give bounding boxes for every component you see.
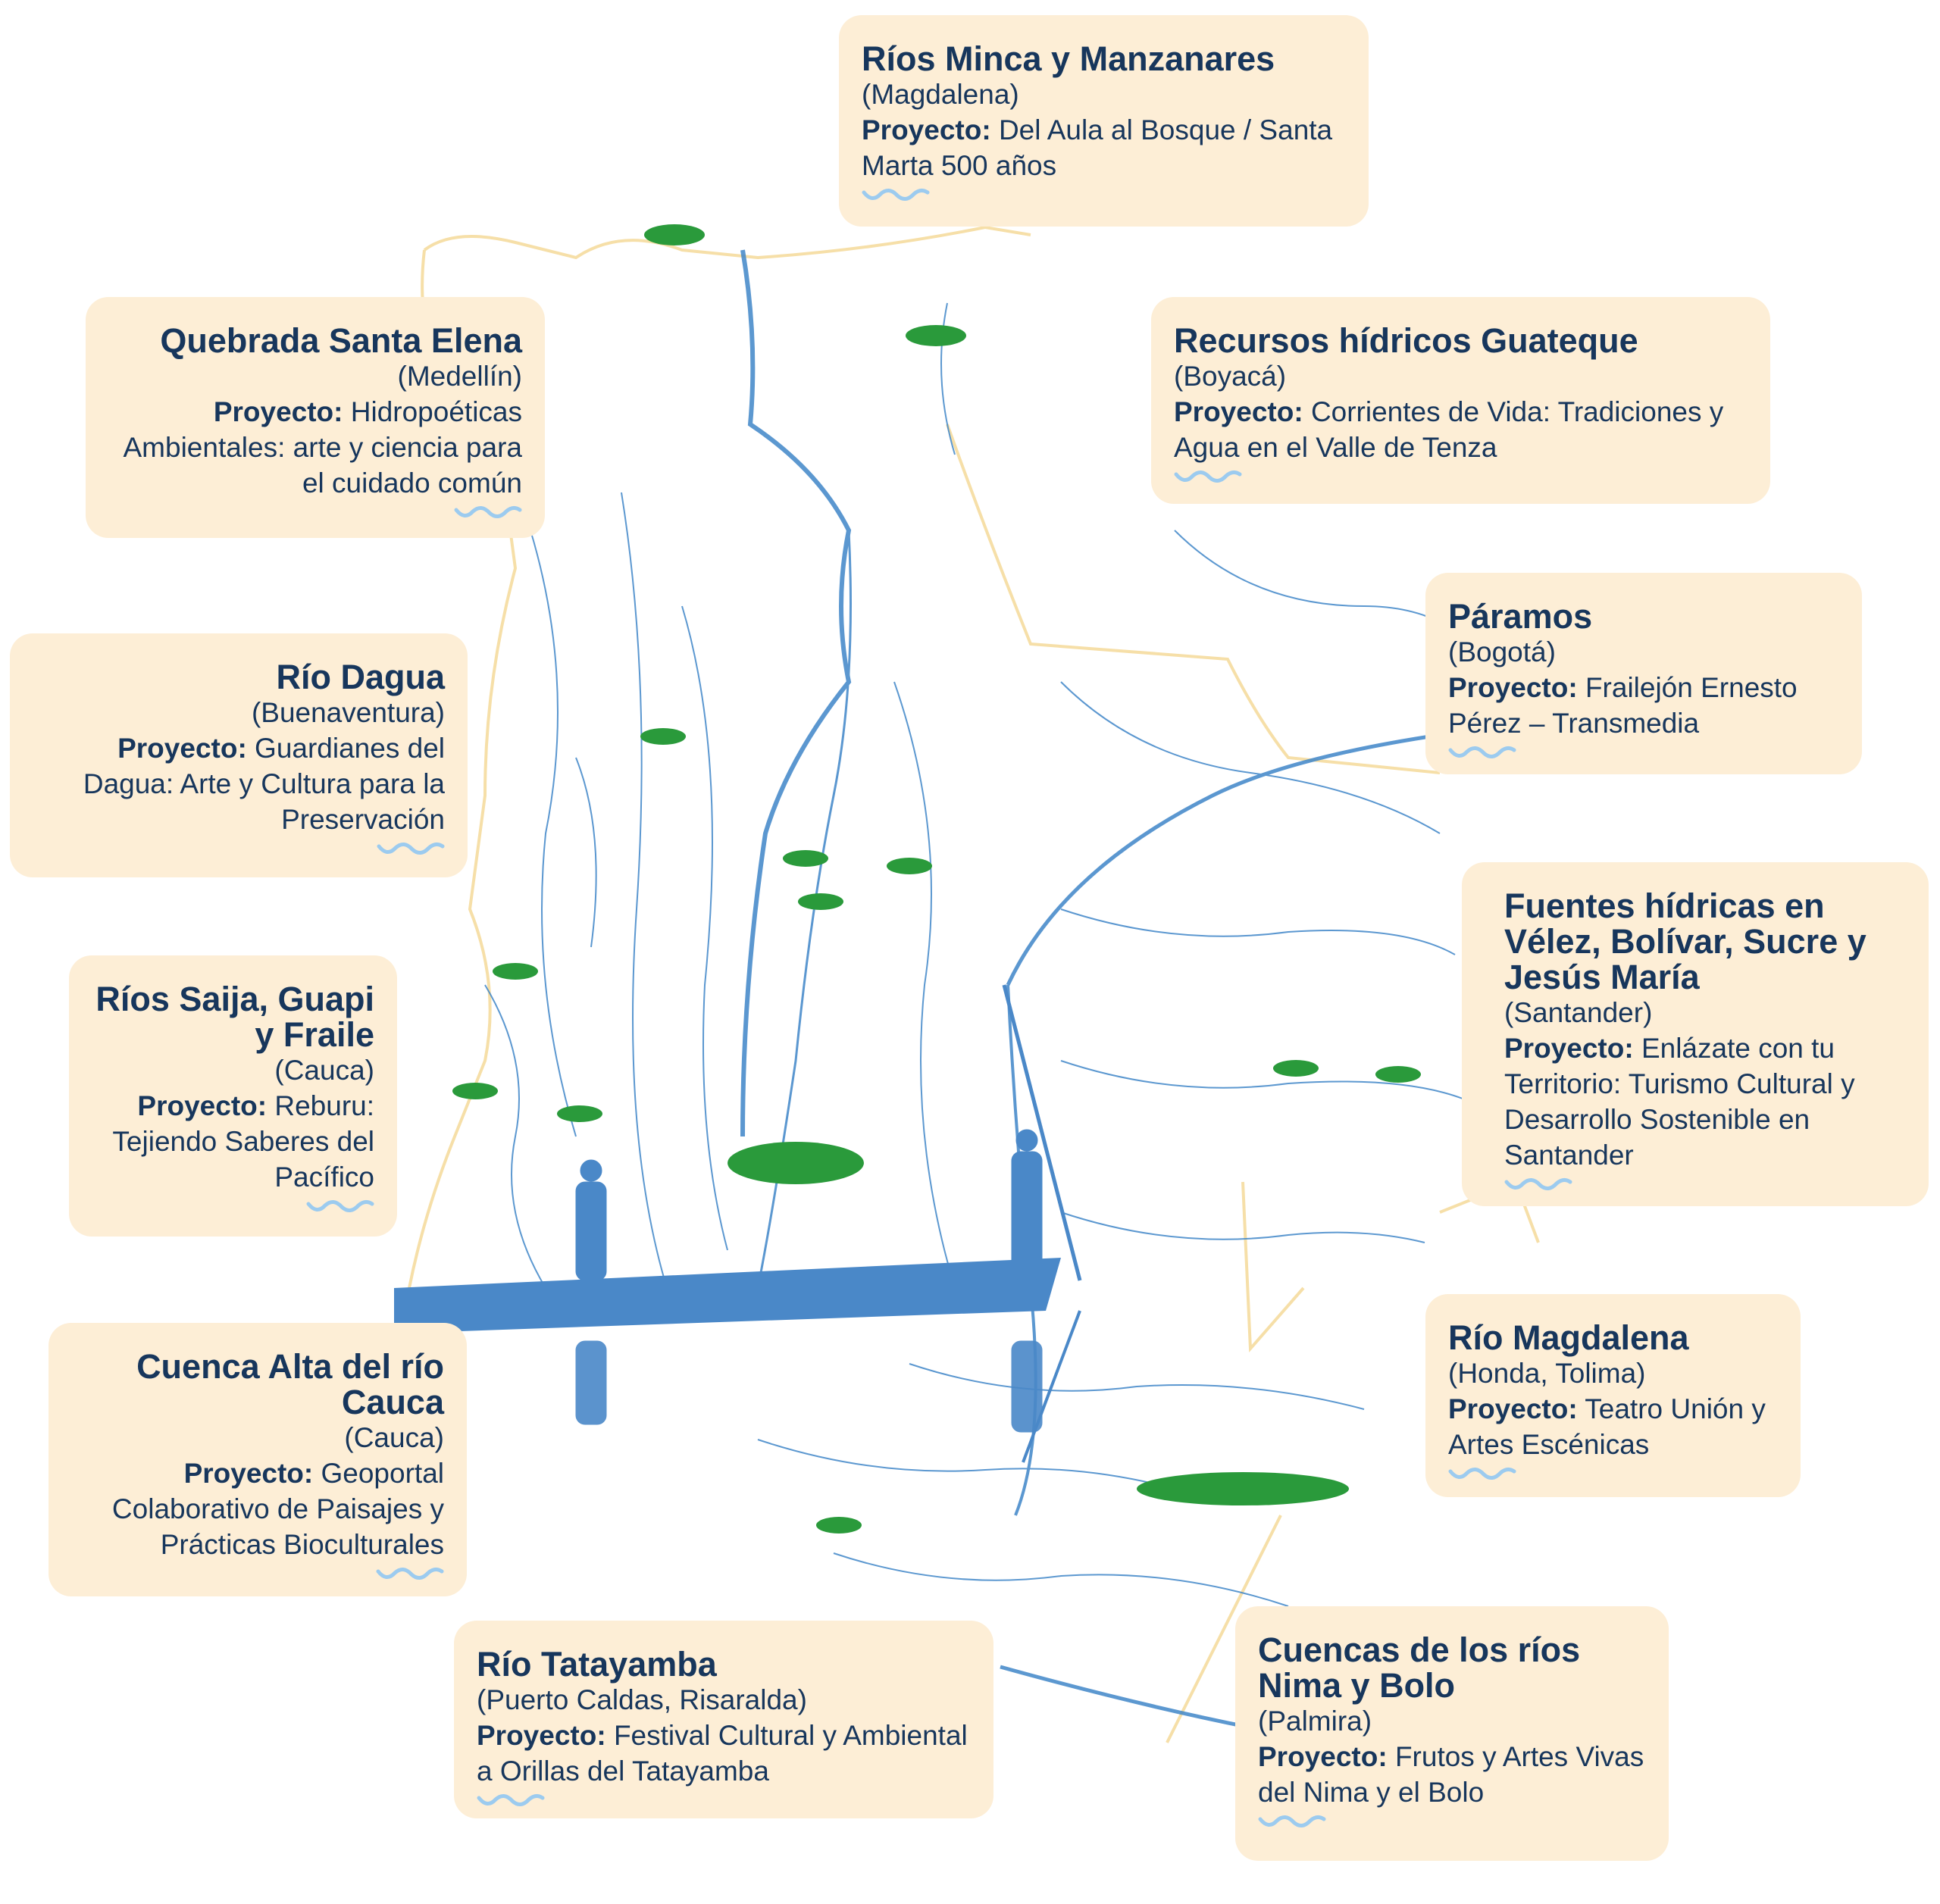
project-name: Geoportal Colaborativo de Paisajes y Prá… [111, 1458, 444, 1560]
wave-icon [1504, 1177, 1572, 1190]
project-label: Proyecto: [1258, 1741, 1388, 1772]
card-cuencas-nima-bolo: Cuencas de los ríos Nima y Bolo (Palmira… [1235, 1606, 1669, 1861]
card-title: Páramos [1448, 597, 1593, 636]
card-region: (Santander) [1504, 997, 1653, 1028]
project-name: Frailejón Ernesto Pérez – Transmedia [1448, 672, 1798, 739]
card-project: Proyecto: Geoportal Colaborativo de Pais… [71, 1455, 444, 1562]
card-region: (Magdalena) [862, 79, 1019, 110]
project-label: Proyecto: [137, 1090, 268, 1121]
card-quebrada-santa-elena: Quebrada Santa Elena (Medellín) Proyecto… [86, 297, 545, 538]
card-region: (Medellín) [397, 361, 523, 392]
project-label: Proyecto: [117, 733, 247, 764]
card-region: (Puerto Caldas, Risaralda) [477, 1684, 807, 1715]
card-project: Proyecto: Frailejón Ernesto Pérez – Tran… [1448, 670, 1839, 741]
card-paramos: Páramos (Bogotá) Proyecto: Frailejón Ern… [1425, 573, 1862, 774]
card-region: (Buenaventura) [251, 697, 445, 728]
card-rio-tatayamba: Río Tatayamba (Puerto Caldas, Risaralda)… [454, 1621, 993, 1818]
project-name: Corrientes de Vida: Tradiciones y Agua e… [1174, 396, 1724, 463]
wave-icon [477, 1793, 545, 1806]
card-region: (Bogotá) [1448, 636, 1556, 667]
project-label: Proyecto: [1504, 1033, 1634, 1064]
wave-icon [1174, 470, 1242, 483]
project-name: Frutos y Artes Vivas del Nima y el Bolo [1258, 1741, 1644, 1808]
card-region: (Cauca) [344, 1422, 444, 1453]
card-project: Proyecto: Guardianes del Dagua: Arte y C… [33, 730, 445, 837]
card-project: Proyecto: Frutos y Artes Vivas del Nima … [1258, 1739, 1646, 1810]
project-name: Hidropoéticas Ambientales: arte y cienci… [123, 396, 523, 499]
card-region: (Boyacá) [1174, 361, 1287, 392]
project-label: Proyecto: [862, 114, 991, 145]
wave-icon [1448, 1467, 1516, 1480]
canoe-figures-illustration [394, 984, 1082, 1463]
project-label: Proyecto: [1174, 396, 1303, 427]
card-project: Proyecto: Del Aula al Bosque / Santa Mar… [862, 112, 1346, 183]
card-title: Recursos hídricos Guateque [1174, 321, 1638, 360]
project-name: Festival Cultural y Ambiental a Orillas … [477, 1720, 968, 1787]
project-name: Enlázate con tu Territorio: Turismo Cult… [1504, 1033, 1855, 1171]
card-rio-magdalena: Río Magdalena (Honda, Tolima) Proyecto: … [1425, 1294, 1801, 1497]
card-project: Proyecto: Corrientes de Vida: Tradicione… [1174, 394, 1748, 465]
project-label: Proyecto: [1448, 672, 1578, 703]
card-title: Ríos Minca y Manzanares [862, 39, 1275, 78]
card-project: Proyecto: Festival Cultural y Ambiental … [477, 1718, 971, 1789]
project-label: Proyecto: [477, 1720, 606, 1751]
card-title: Cuenca Alta del río Cauca [136, 1347, 444, 1421]
card-project: Proyecto: Teatro Unión y Artes Escénicas [1448, 1391, 1778, 1462]
wave-icon [377, 842, 445, 855]
card-region: (Honda, Tolima) [1448, 1358, 1646, 1389]
card-region: (Cauca) [274, 1055, 374, 1086]
project-label: Proyecto: [183, 1458, 314, 1489]
card-title: Ríos Saija, Guapi y Fraile [95, 980, 374, 1054]
card-rios-saija-guapi-fraile: Ríos Saija, Guapi y Fraile (Cauca) Proye… [69, 955, 397, 1237]
project-name: Del Aula al Bosque / Santa Marta 500 año… [862, 114, 1333, 181]
wave-icon [306, 1199, 374, 1212]
card-project: Proyecto: Reburu: Tejiendo Saberes del P… [92, 1088, 374, 1195]
project-name: Guardianes del Dagua: Arte y Cultura par… [83, 733, 445, 835]
card-fuentes-hidricas-santander: Fuentes hídricas en Vélez, Bolívar, Sucr… [1462, 862, 1929, 1206]
wave-icon [862, 188, 930, 201]
card-title: Río Dagua [276, 658, 445, 696]
card-rio-dagua: Río Dagua (Buenaventura) Proyecto: Guard… [10, 633, 468, 877]
wave-icon [1448, 746, 1516, 758]
card-title: Río Tatayamba [477, 1645, 717, 1684]
card-project: Proyecto: Enlázate con tu Territorio: Tu… [1504, 1030, 1906, 1173]
wave-icon [454, 505, 522, 518]
card-title: Fuentes hídricas en Vélez, Bolívar, Sucr… [1504, 886, 1866, 996]
rivers [484, 249, 1463, 1750]
card-title: Quebrada Santa Elena [160, 321, 522, 360]
wave-icon [376, 1567, 444, 1580]
card-cuenca-alta-rio-cauca: Cuenca Alta del río Cauca (Cauca) Proyec… [48, 1323, 467, 1596]
card-rios-minca: Ríos Minca y Manzanares (Magdalena) Proy… [839, 15, 1369, 227]
wave-icon [1258, 1815, 1326, 1827]
card-region: (Palmira) [1258, 1705, 1372, 1737]
project-label: Proyecto: [213, 396, 343, 427]
project-name: Reburu: Tejiendo Saberes del Pacífico [112, 1090, 374, 1193]
card-project: Proyecto: Hidropoéticas Ambientales: art… [108, 394, 523, 501]
card-title: Río Magdalena [1448, 1318, 1689, 1357]
fish-icons [452, 224, 1421, 1534]
project-name: Teatro Unión y Artes Escénicas [1448, 1393, 1766, 1460]
card-title: Cuencas de los ríos Nima y Bolo [1258, 1630, 1581, 1705]
card-recursos-guateque: Recursos hídricos Guateque (Boyacá) Proy… [1151, 297, 1770, 504]
project-label: Proyecto: [1448, 1393, 1578, 1424]
